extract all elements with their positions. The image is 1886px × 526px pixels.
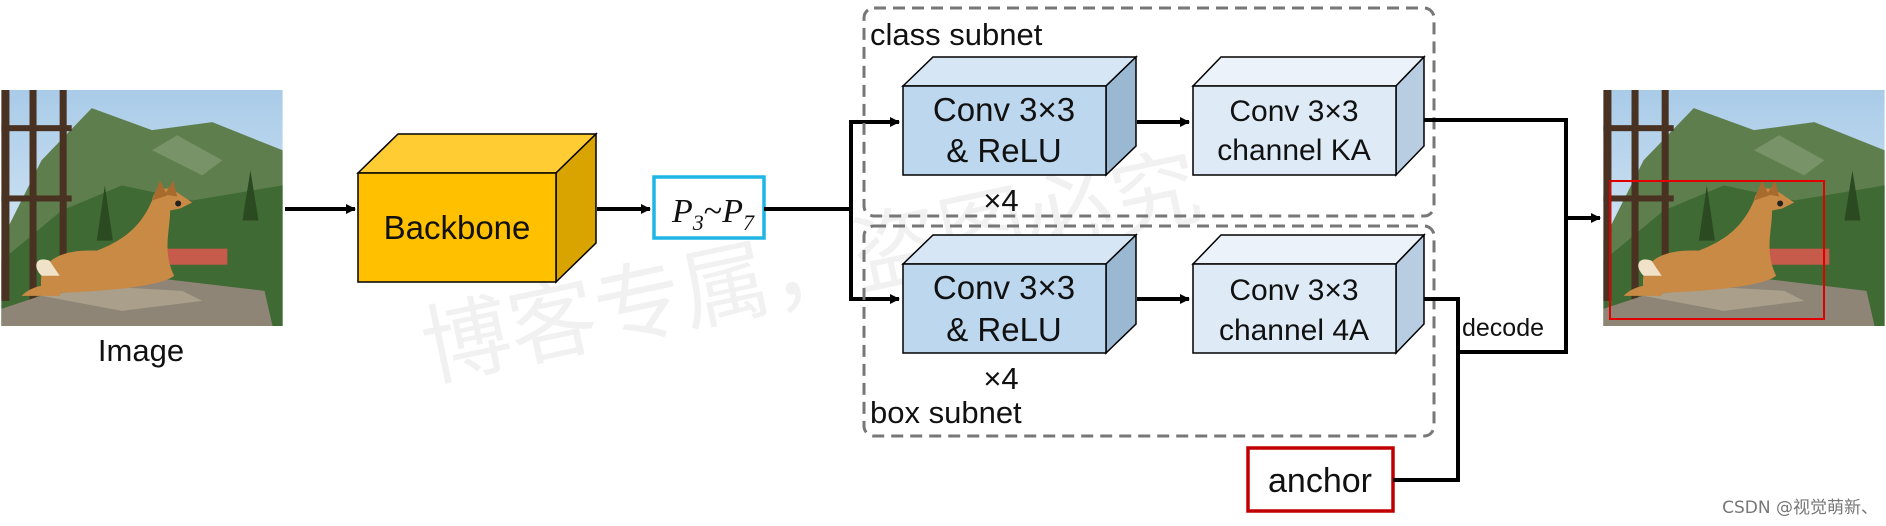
class-subnet-region xyxy=(862,6,1436,218)
backbone-block xyxy=(356,132,598,284)
class-subnet-title: class subnet xyxy=(870,17,1043,52)
anchor-label: anchor xyxy=(1268,462,1372,500)
box-conv-repeat: ×4 xyxy=(983,361,1018,396)
box-subnet-region xyxy=(862,224,1436,438)
input-image xyxy=(1,90,283,326)
input-image-label: Image xyxy=(98,333,184,368)
connector-pyramid-to-subnets xyxy=(764,122,853,299)
decode-label: decode xyxy=(1462,314,1544,342)
pyramid-features-label: P3~P7 xyxy=(671,193,755,235)
class-conv-repeat: ×4 xyxy=(983,183,1018,218)
result-image xyxy=(1603,90,1885,326)
box-output-block xyxy=(1191,233,1426,355)
class-output-label-line1: Conv 3×3 xyxy=(1229,95,1358,128)
backbone-label: Backbone xyxy=(384,209,531,246)
class-output-block xyxy=(1191,55,1426,177)
box-subnet-title: box subnet xyxy=(870,395,1022,430)
class-output-label-line2: channel KA xyxy=(1217,134,1370,167)
class-conv-label-line2: & ReLU xyxy=(946,132,1062,169)
box-conv-label-line2: & ReLU xyxy=(946,311,1062,348)
connector-class-output-to-result xyxy=(1424,118,1568,218)
class-conv-relu-block xyxy=(901,55,1138,177)
detection-bounding-box xyxy=(1609,180,1825,320)
class-conv-label-line1: Conv 3×3 xyxy=(933,91,1075,128)
box-output-label-line1: Conv 3×3 xyxy=(1229,274,1358,307)
connector-anchor-to-decode xyxy=(1393,352,1460,482)
credit-text: CSDN @视觉萌新、 xyxy=(1722,498,1878,518)
box-conv-relu-block xyxy=(901,233,1138,355)
box-conv-label-line1: Conv 3×3 xyxy=(933,269,1075,306)
box-output-label-line2: channel 4A xyxy=(1219,314,1369,347)
